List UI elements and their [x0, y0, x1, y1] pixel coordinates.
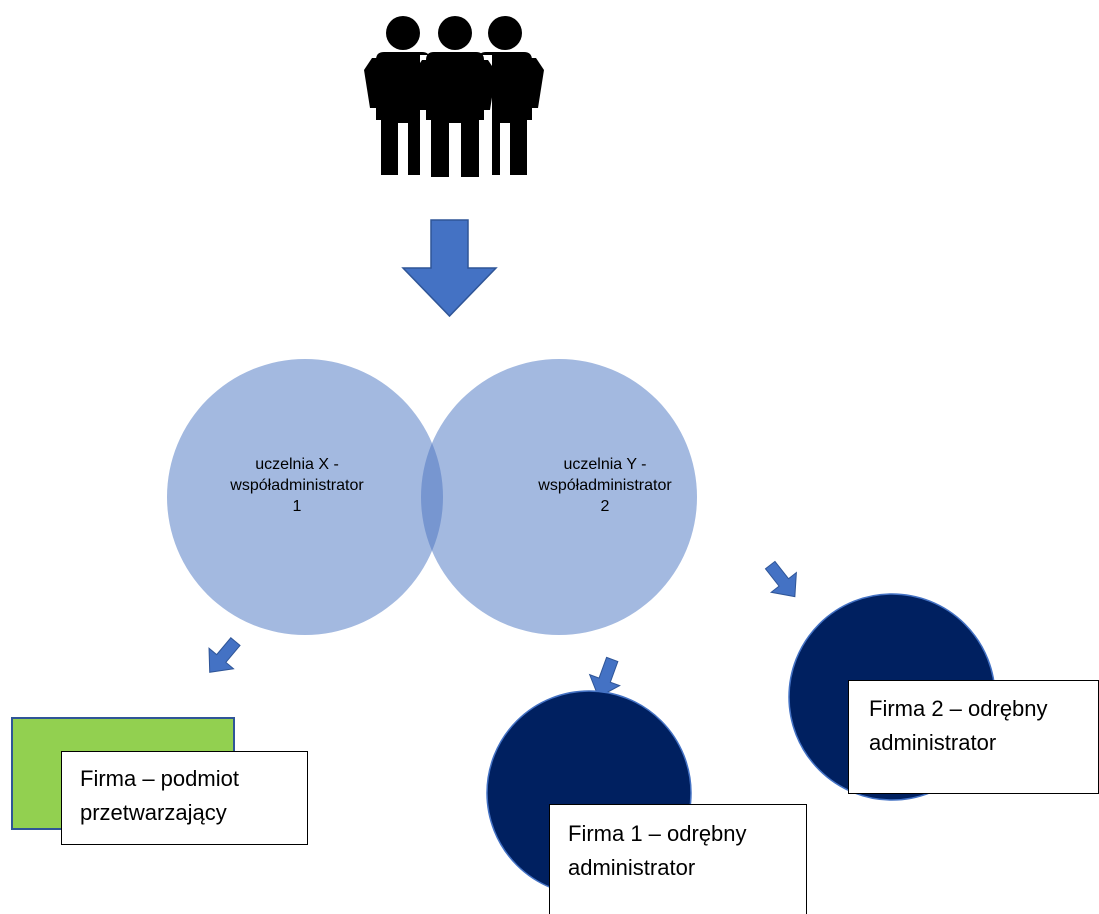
people-group-icon: [364, 16, 544, 185]
university-y-circle: [421, 359, 697, 635]
university-y-label-line3: 2: [600, 498, 610, 515]
company-1-line2: administrator: [568, 855, 696, 880]
company-2-box: Firma 2 – odrębny administrator: [848, 680, 1099, 794]
company-1-box: Firma 1 – odrębny administrator: [549, 804, 807, 914]
university-y-label: uczelnia Y - współadministrator 2: [520, 454, 690, 517]
arrow-to-processor-icon: [208, 637, 241, 673]
company-processor-line1: Firma – podmiot: [80, 766, 239, 791]
arrow-down-icon: [401, 219, 498, 318]
person-center-icon: [414, 16, 496, 177]
university-x-circle: [167, 359, 443, 635]
company-processor-box: Firma – podmiot przetwarzający: [61, 751, 308, 845]
company-2-line2: administrator: [869, 730, 997, 755]
university-x-label-line1: uczelnia X -: [255, 456, 339, 473]
university-y-label-line1: uczelnia Y -: [563, 456, 647, 473]
university-x-label-line2: współadministrator: [230, 477, 364, 494]
company-2-line1: Firma 2 – odrębny: [869, 696, 1048, 721]
company-processor-line2: przetwarzający: [80, 800, 227, 825]
arrow-to-company1-icon: [588, 656, 621, 698]
arrow-to-company2-icon: [764, 560, 797, 598]
company-1-line1: Firma 1 – odrębny: [568, 821, 747, 846]
university-x-label-line3: 1: [292, 498, 302, 515]
university-y-label-line2: współadministrator: [538, 477, 672, 494]
university-x-label: uczelnia X - współadministrator 1: [212, 454, 382, 517]
